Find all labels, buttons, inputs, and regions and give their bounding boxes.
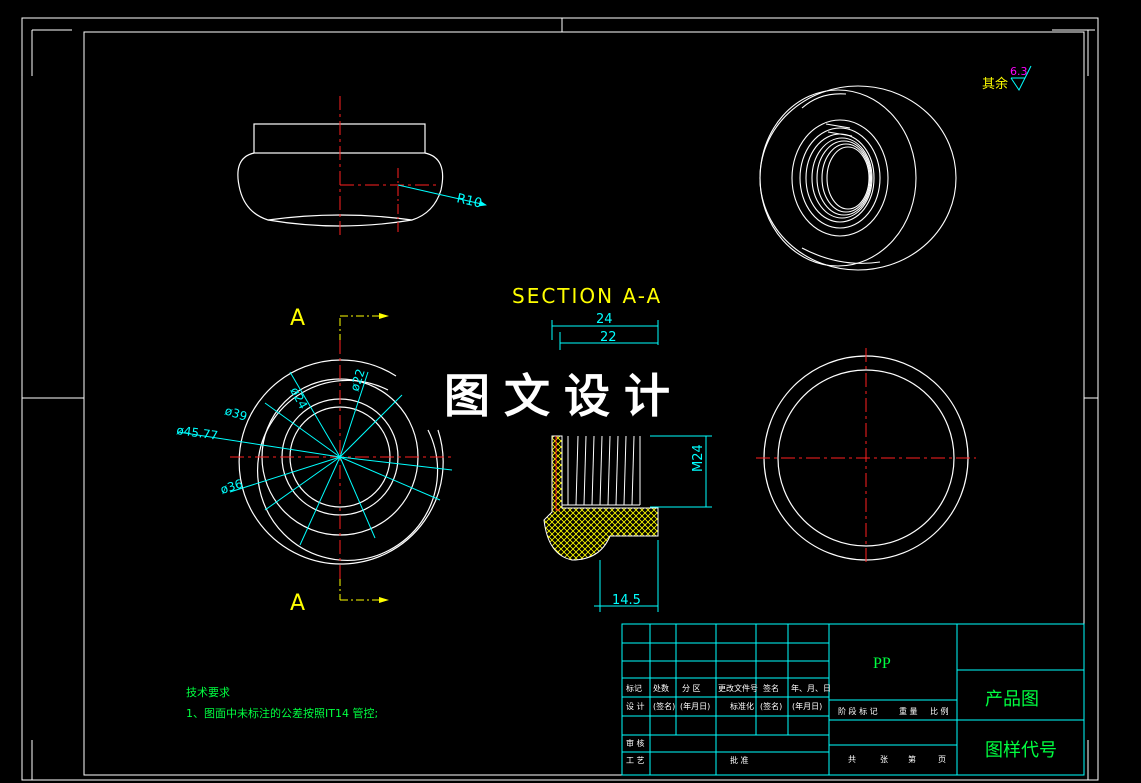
tb-sheet-0: 共	[848, 755, 856, 764]
tb-stage: 阶 段 标 记	[838, 706, 878, 716]
dim-m24: M24	[691, 444, 706, 472]
dia-36: ø36	[219, 477, 245, 497]
notes-title: 技术要求	[186, 686, 230, 699]
tb-review: 审 核	[626, 738, 645, 748]
isometric-view	[759, 85, 957, 271]
tb-a3: 更改文件号	[718, 683, 758, 693]
tb-b4: (签名)	[760, 701, 782, 711]
material: PP	[873, 655, 891, 672]
roughness-symbol: 其余 6.3	[982, 65, 1032, 92]
dia-24: ø24	[287, 385, 310, 412]
tb-b5: (年月日)	[792, 701, 822, 711]
tb-process: 工 艺	[626, 756, 645, 765]
tb-sheet-2: 第	[908, 754, 916, 764]
section-view: 24 22 M24 14.5	[543, 312, 712, 612]
tb-weight: 重 量	[899, 706, 918, 716]
tb-a4: 签名	[763, 683, 779, 693]
cut-label-bottom: A	[290, 591, 305, 616]
tb-b0: 设 计	[626, 701, 645, 711]
tb-sheet-3: 页	[938, 755, 946, 764]
tb-b2: (年月日)	[680, 701, 710, 711]
left-view: A A ø24 ø22 ø39 ø45.77 ø	[176, 306, 453, 616]
tb-b3: 标准化	[730, 701, 754, 711]
roughness-prefix: 其余	[982, 76, 1008, 92]
tb-a2: 分 区	[682, 684, 701, 693]
tb-approve: 批 准	[730, 755, 749, 765]
top-view: R10	[237, 96, 487, 238]
dim-24: 24	[596, 312, 613, 327]
drawing-number-label: 图样代号	[985, 740, 1057, 761]
title-block: PP 产品图 图样代号 标记 处数 分 区 更改文件号 签名 年、月、日 设 计…	[621, 623, 1085, 776]
roughness-value: 6.3	[1010, 65, 1028, 78]
cut-label-top: A	[290, 306, 305, 331]
notes-line-1: 1、图面中未标注的公差按照IT14 管控;	[186, 706, 378, 720]
tb-a5: 年、月、日	[791, 683, 831, 693]
dim-22: 22	[600, 330, 617, 345]
dia-39: ø39	[223, 404, 249, 424]
sheet-border	[21, 17, 1099, 781]
tb-a0: 标记	[626, 683, 642, 693]
tb-a1: 处数	[653, 683, 669, 693]
tb-b1: (签名)	[653, 701, 675, 711]
dim-14-5: 14.5	[612, 593, 641, 608]
dia-22: ø22	[348, 367, 368, 393]
drawing-type: 产品图	[985, 689, 1039, 710]
technical-notes: 技术要求 1、图面中未标注的公差按照IT14 管控;	[186, 686, 378, 720]
section-title: SECTION A-A	[512, 284, 662, 308]
dia-45: ø45.77	[176, 423, 219, 443]
radius-label: R10	[455, 191, 483, 211]
right-view	[756, 348, 976, 566]
tb-scale: 比 例	[930, 706, 949, 716]
tb-sheet-1: 张	[880, 755, 888, 764]
watermark: 图文设计	[444, 369, 684, 423]
